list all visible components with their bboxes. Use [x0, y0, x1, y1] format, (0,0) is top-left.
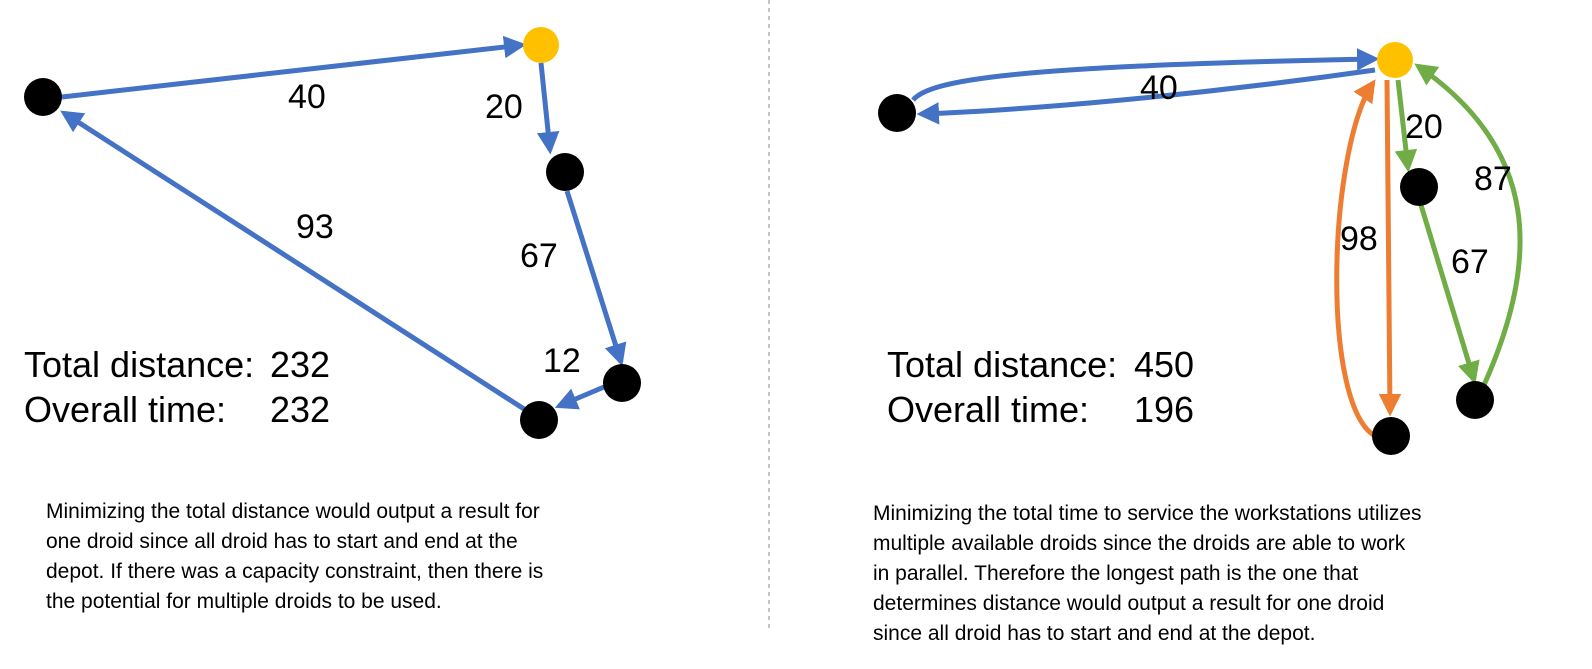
left-edge-label-20: 20 [485, 88, 523, 126]
left-edge-label-93: 93 [296, 208, 334, 246]
right-edge-87 [1414, 63, 1523, 387]
right-edge-label-67: 67 [1451, 243, 1489, 281]
right-node-a [878, 94, 916, 132]
left-summary: Total distance: 232 Overall time: 232 [24, 344, 330, 430]
right-edge-40-return [911, 48, 1380, 102]
right-overall-time-label: Overall time: [887, 389, 1089, 430]
right-edge-label-87: 87 [1474, 160, 1512, 198]
right-total-distance-label: Total distance: [887, 344, 1117, 385]
right-caption: Minimizing the total time to service the… [873, 502, 1422, 645]
left-node-depot [523, 27, 559, 63]
right-node-d [1372, 417, 1410, 455]
left-total-distance-label: Total distance: [24, 344, 254, 385]
left-node-d [520, 401, 558, 439]
left-node-c [603, 364, 641, 402]
left-overall-time-value: 232 [270, 389, 330, 430]
right-edge-98-outbound [1378, 79, 1402, 417]
left-edge-label-67: 67 [520, 237, 558, 275]
left-edge-20 [536, 62, 560, 155]
right-total-distance-value: 450 [1134, 344, 1194, 385]
left-overall-time-label: Overall time: [24, 389, 226, 430]
right-node-c [1456, 381, 1494, 419]
right-edge-label-40: 40 [1140, 69, 1178, 107]
left-edge-93 [60, 110, 526, 412]
left-total-distance-value: 232 [270, 344, 330, 385]
right-node-b [1400, 168, 1438, 206]
left-node-a [24, 78, 62, 116]
left-edge-12 [554, 384, 605, 410]
right-route-diagram: 40 20 67 87 98 [878, 42, 1523, 455]
right-node-depot [1377, 42, 1413, 78]
right-overall-time-value: 196 [1134, 389, 1194, 430]
left-caption: Minimizing the total distance would outp… [46, 500, 544, 613]
right-edge-67 [1418, 204, 1480, 385]
right-edge-98-return [1334, 79, 1379, 440]
left-edge-67 [564, 190, 627, 367]
right-edge-label-20: 20 [1405, 108, 1443, 146]
right-edge-40-outbound [916, 67, 1376, 125]
left-edge-40 [61, 35, 527, 100]
left-node-b [546, 153, 584, 191]
right-edge-label-98: 98 [1340, 220, 1378, 258]
right-summary: Total distance: 450 Overall time: 196 [887, 344, 1194, 430]
right-edge-20 [1394, 79, 1418, 173]
left-edge-label-12: 12 [543, 342, 581, 380]
left-edge-label-40: 40 [288, 78, 326, 116]
left-route-diagram: 40 20 67 12 93 [24, 27, 641, 439]
